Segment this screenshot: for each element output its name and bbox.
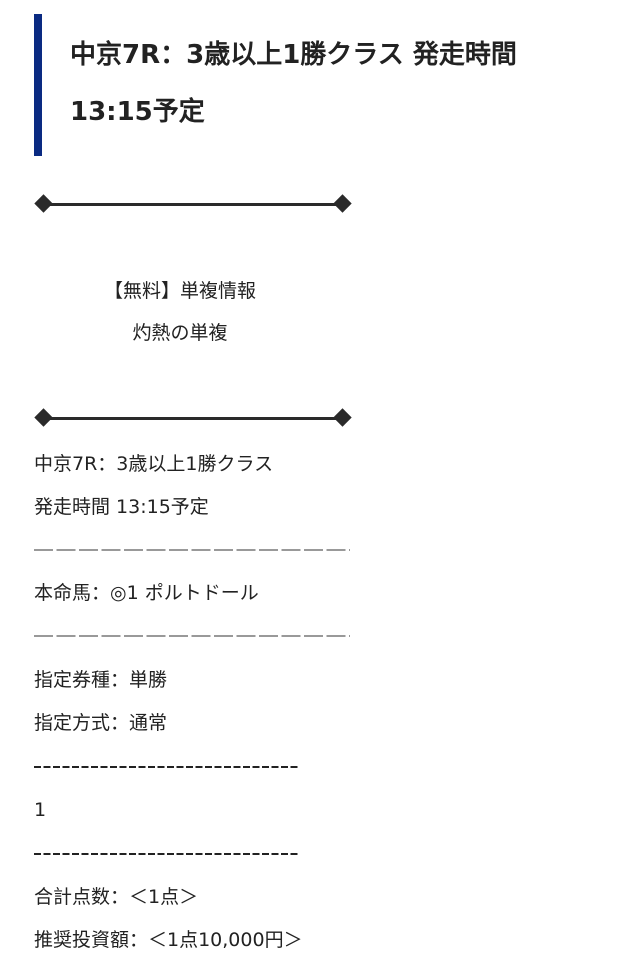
- intro-title: 【無料】単複情報: [103, 280, 256, 302]
- favorite-horse: 本命馬：◎1 ポルトドール: [34, 582, 259, 604]
- bet-method: 指定方式：通常: [34, 712, 168, 734]
- race-start-time: 発走時間 13:15予定: [34, 496, 209, 518]
- diamond-divider: [34, 408, 352, 428]
- gray-divider: [34, 549, 350, 551]
- page-title: 中京7R：3歳以上1勝クラス 発走時間: [70, 40, 517, 70]
- gray-divider: [34, 635, 350, 637]
- bet-total-points: 合計点数：＜1点＞: [34, 886, 199, 908]
- diamond-icon: [333, 194, 352, 213]
- bet-numbers: 1: [34, 799, 47, 821]
- dash-divider: [34, 766, 300, 768]
- bet-amount: 推奨投資額：＜1点10,000円＞: [34, 929, 303, 951]
- bet-type: 指定券種：単勝: [34, 669, 168, 691]
- intro-subtitle: 灼熱の単複: [132, 322, 228, 344]
- dash-divider: [34, 853, 300, 855]
- heading-accent-bar: [34, 14, 42, 156]
- race-name: 中京7R：3歳以上1勝クラス: [34, 453, 274, 475]
- diamond-divider: [34, 194, 352, 214]
- diamond-icon: [333, 408, 352, 427]
- page-title-time: 13:15予定: [70, 97, 205, 127]
